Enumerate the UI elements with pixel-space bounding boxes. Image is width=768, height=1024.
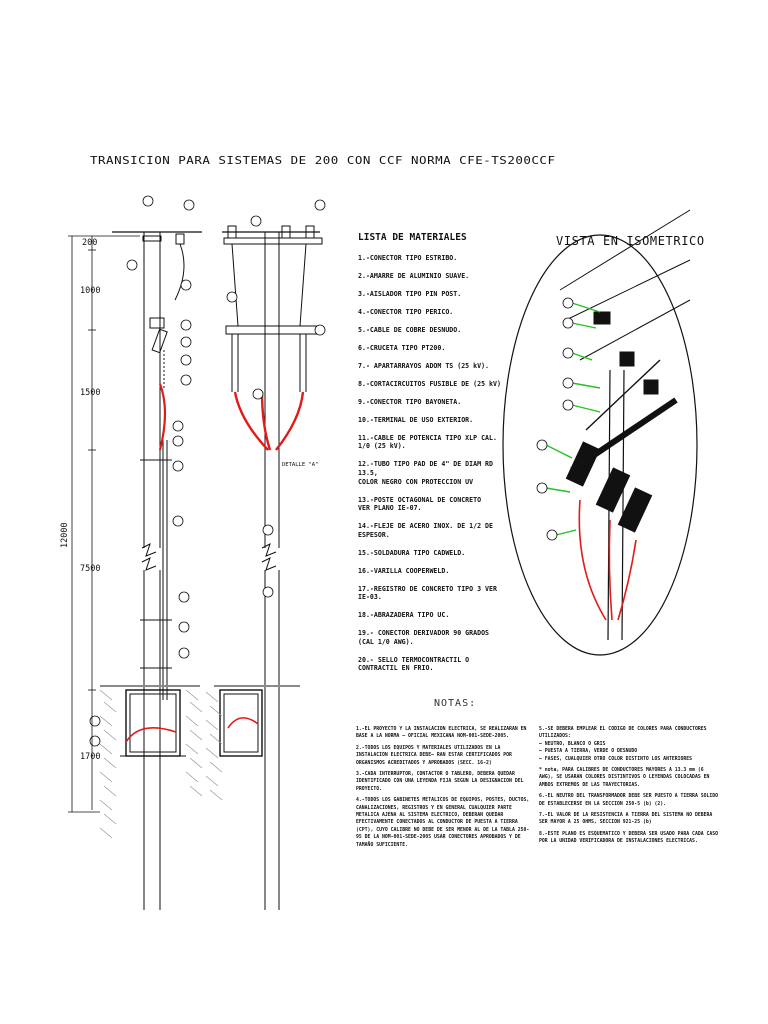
material-item: 8.-CORTACIRCUITOS FUSIBLE DE (25 kV): [358, 379, 501, 388]
material-item: 2.-AMARRE DE ALUMINIO SUAVE.: [358, 271, 470, 280]
iso-cable-red: [578, 499, 637, 621]
materials-heading: LISTA DE MATERIALES: [358, 232, 467, 243]
notes-heading: NOTAS:: [434, 698, 477, 709]
dimension-1700: 1700: [80, 752, 101, 762]
notes-left-column: 1.-EL PROYECTO Y LA INSTALACION ELECTRIC…: [356, 726, 534, 853]
note-item: 8.-ESTE PLANO ES ESQUEMATICO Y DEBERA SE…: [539, 831, 719, 845]
dimension-1000: 1000: [80, 286, 101, 296]
iso-callouts: [536, 297, 574, 541]
note-item: 5.-SE DEBERA EMPLEAR EL CODIGO DE COLORE…: [539, 727, 707, 762]
material-item: 4.-CONECTOR TIPO PERICO.: [358, 307, 454, 316]
material-item: 12.-TUBO TIPO PAD DE 4" DE DIAM RD 13.5,…: [358, 460, 493, 486]
material-item: 10.-TERMINAL DE USO EXTERIOR.: [358, 415, 474, 424]
material-item: 18.-ABRAZADERA TIPO UC.: [358, 611, 450, 620]
detail-a-label: DETALLE "A": [282, 462, 319, 468]
material-item: 15.-SOLDADURA TIPO CADWELD.: [358, 548, 466, 557]
isometric-title: VISTA EN ISOMETRICO: [556, 234, 705, 248]
cable-red-left: [158, 383, 167, 451]
dimension-total: 12000: [60, 522, 70, 548]
note-item: 6.-EL NEUTRO DEL TRANSFORMADOR DEBE SER …: [539, 794, 719, 807]
note-item: 2.-TODOS LOS EQUIPOS Y MATERIALES UTILIZ…: [356, 745, 512, 766]
material-item: 1.-CONECTOR TIPO ESTRIBO.: [358, 254, 458, 262]
front-elevation-pole: [214, 225, 323, 910]
material-item: 9.-CONECTOR TIPO BAYONETA.: [358, 397, 462, 406]
isometric-view: [502, 209, 698, 656]
soil-hatch-center: [205, 691, 223, 801]
note-item: 4.-TODOS LOS GABINETES METALICOS DE EQUI…: [356, 798, 530, 848]
note-item: 7.-EL VALOR DE LA RESISTENCIA A TIERRA D…: [539, 813, 713, 826]
iso-leaders: [545, 302, 601, 536]
drawing-title: TRANSICION PARA SISTEMAS DE 200 CON CCF …: [90, 154, 556, 167]
material-item: 13.-POSTE OCTAGONAL DE CONCRETO VER PLAN…: [358, 495, 482, 513]
dimension-1500: 1500: [80, 388, 101, 398]
soil-hatch-left: [99, 689, 203, 839]
materials-list: 1.-CONECTOR TIPO ESTRIBO. 2.-AMARRE DE A…: [358, 254, 508, 682]
note-item: 1.-EL PROYECTO Y LA INSTALACION ELECTRIC…: [356, 727, 527, 740]
note-item: 3.-CADA INTERRUPTOR, CONTACTOR O TABLERO…: [356, 772, 524, 792]
material-item: 17.-REGISTRO DE CONCRETO TIPO 3 VER IE-0…: [358, 584, 497, 602]
side-elevation-pole: [100, 231, 202, 910]
dimension-line: [68, 235, 140, 813]
dimension-7500: 7500: [80, 564, 101, 574]
cable-red-vault-left: [125, 726, 177, 743]
material-item: 16.-VARILLA COOPERWELD.: [358, 566, 450, 575]
material-item: 20.- SELLO TERMOCONTRACTIL O CONTRACTIL …: [358, 655, 470, 673]
material-item: 5.-CABLE DE COBRE DESNUDO.: [358, 325, 462, 334]
material-item: 11.-CABLE DE POTENCIA TIPO XLP CAL. 1/0 …: [358, 433, 497, 451]
notes-right-column: 5.-SE DEBERA EMPLEAR EL CODIGO DE COLORE…: [539, 726, 719, 850]
material-item: 7.- APARTARRAYOS ADOM TS (25 kV).: [358, 361, 490, 370]
cable-red-center: [227, 391, 305, 729]
dimension-200: 200: [82, 238, 98, 248]
callout-bubbles: [89, 195, 326, 747]
material-item: 6.-CRUCETA TIPO PT200.: [358, 343, 446, 352]
material-item: 19.- CONECTOR DERIVADOR 90 GRADOS (CAL 1…: [358, 629, 490, 646]
material-item: 3.-AISLADOR TIPO PIN POST.: [358, 289, 462, 298]
note-item: * nota, PARA CALIBRES DE CONDUCTORES MAY…: [539, 768, 710, 788]
material-item: 14.-FLEJE DE ACERO INOX. DE 1/2 DE ESPES…: [358, 522, 493, 539]
